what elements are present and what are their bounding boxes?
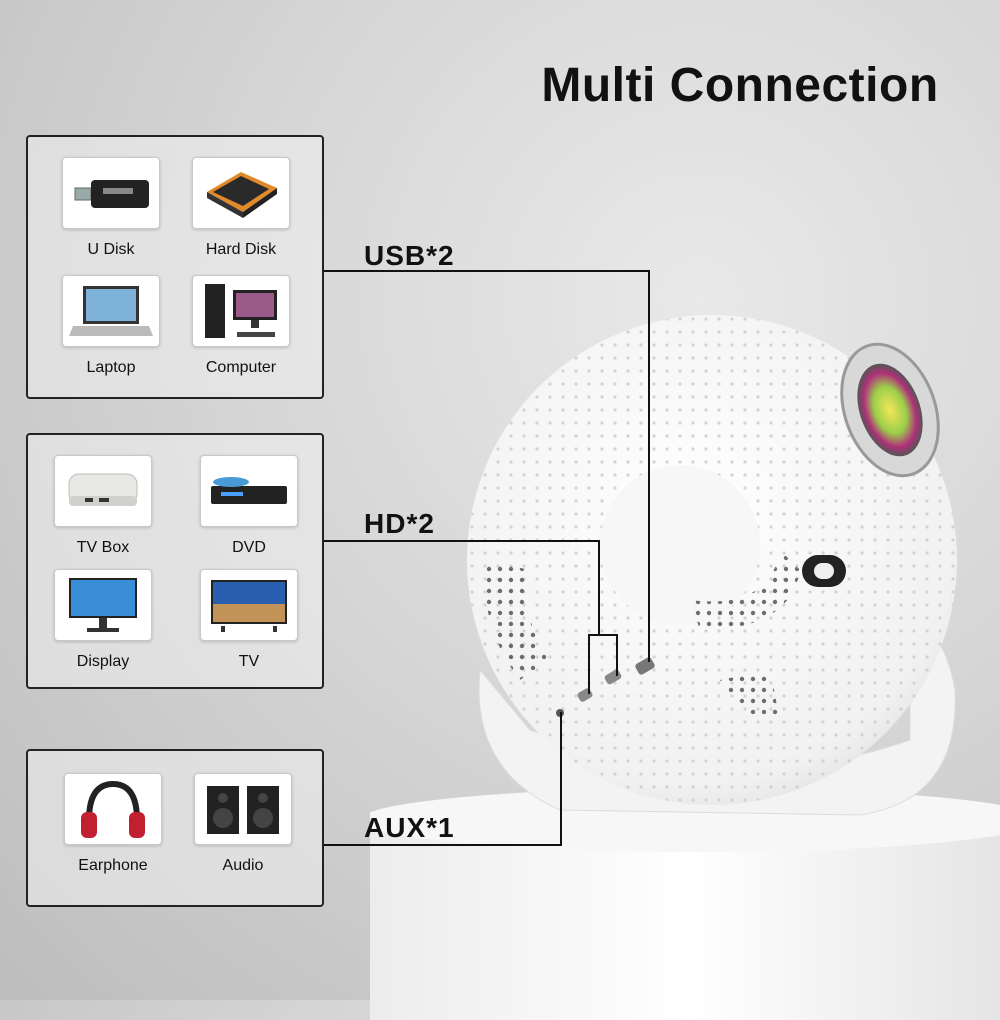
projector	[467, 315, 957, 816]
dvd-player-icon	[200, 455, 298, 527]
device-label: Hard Disk	[205, 241, 277, 258]
hd-connector-bracket-right	[616, 634, 618, 676]
device-label: Earphone	[78, 857, 148, 874]
aux-devices-panel: Earphone Audio	[26, 749, 324, 907]
device-label: Audio	[222, 857, 264, 874]
device-label: TV	[238, 653, 260, 670]
device-tv-box: TV Box	[54, 455, 152, 557]
device-label: TV Box	[76, 539, 130, 556]
device-label: Display	[76, 653, 130, 670]
tv-icon	[200, 569, 298, 641]
usb-drive-icon	[62, 157, 160, 229]
aux-connector-line	[324, 844, 562, 846]
device-hard-disk: Hard Disk	[192, 157, 290, 259]
monitor-icon	[54, 569, 152, 641]
hd-devices-panel: TV Box DVD Display	[26, 433, 324, 689]
device-label: Laptop	[86, 359, 136, 376]
usb-devices-panel: U Disk Hard Disk Laptop	[26, 135, 324, 399]
hard-disk-icon	[192, 157, 290, 229]
tv-box-icon	[54, 455, 152, 527]
display-pedestal	[370, 790, 1000, 1020]
hd-connector-line-vertical	[598, 540, 600, 636]
hd-connector-bracket	[588, 634, 618, 636]
device-laptop: Laptop	[62, 275, 160, 377]
device-label: DVD	[232, 539, 266, 556]
device-display: Display	[54, 569, 152, 671]
device-label: Computer	[205, 359, 277, 376]
aux-port-label: AUX*1	[364, 812, 455, 843]
laptop-icon	[62, 275, 160, 347]
device-computer: Computer	[192, 275, 290, 377]
aux-connector-line-vertical	[560, 712, 562, 846]
hd-connector-line	[324, 540, 600, 542]
device-label: U Disk	[87, 241, 135, 258]
headphones-icon	[64, 773, 162, 845]
usb-connector-line-vertical	[648, 270, 650, 662]
page-title: Multi Connection	[541, 59, 939, 112]
usb-connector-line	[324, 270, 650, 272]
device-audio: Audio	[194, 773, 292, 875]
computer-icon	[192, 275, 290, 347]
usb-port-label: USB*2	[364, 240, 455, 271]
device-tv: TV	[200, 569, 298, 671]
device-earphone: Earphone	[64, 773, 162, 875]
speakers-icon	[194, 773, 292, 845]
hd-connector-bracket-left	[588, 634, 590, 694]
hd-port-label: HD*2	[364, 508, 435, 539]
device-u-disk: U Disk	[62, 157, 160, 259]
device-dvd: DVD	[200, 455, 298, 557]
